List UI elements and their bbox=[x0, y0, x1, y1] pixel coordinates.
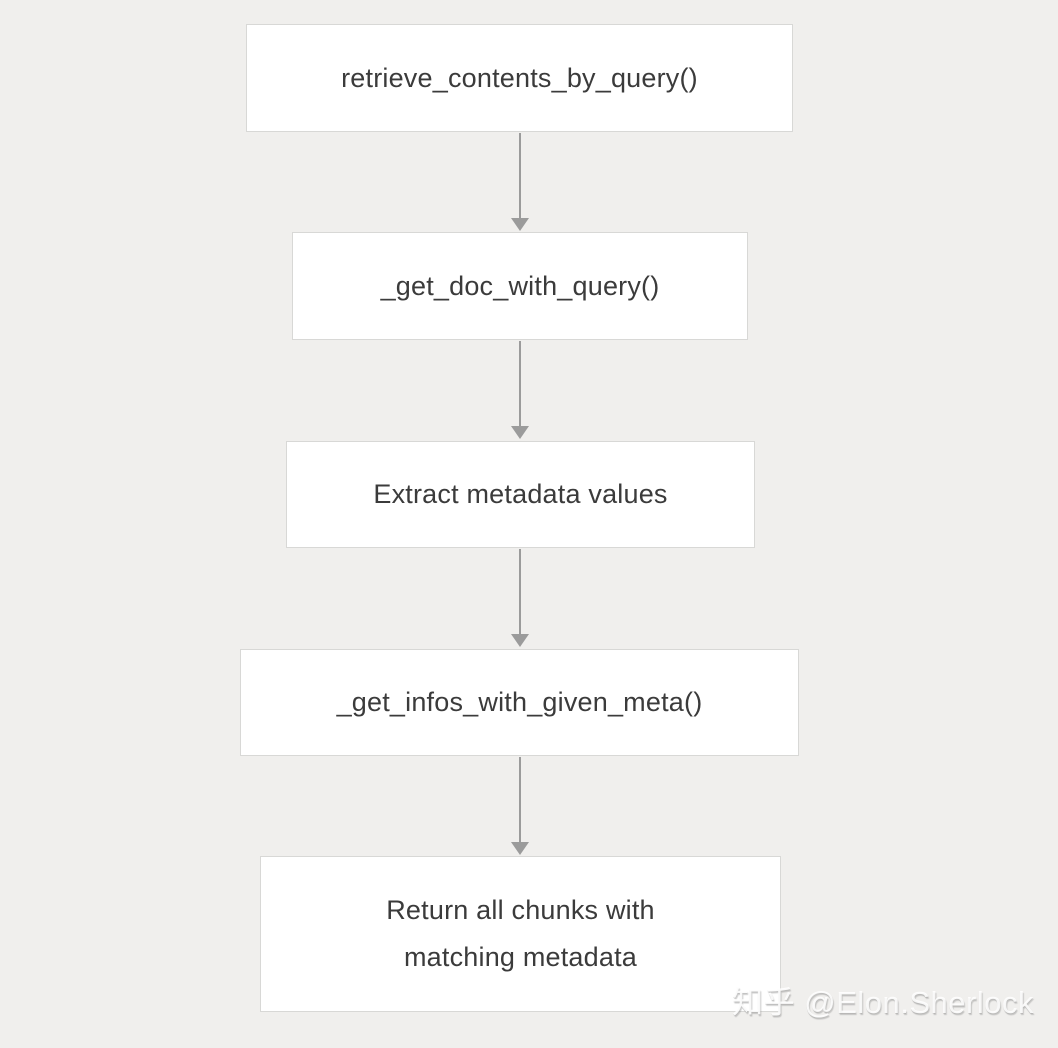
flow-node-label: Return all chunks with matching metadata bbox=[386, 895, 655, 972]
arrow-down-1 bbox=[511, 133, 529, 231]
flow-node-label: _get_infos_with_given_meta() bbox=[336, 687, 703, 717]
arrow-head-icon bbox=[511, 842, 529, 855]
arrow-line bbox=[519, 341, 521, 426]
arrow-down-2 bbox=[511, 341, 529, 439]
arrow-line bbox=[519, 133, 521, 218]
arrow-head-icon bbox=[511, 426, 529, 439]
flow-node-get-infos-with-given-meta: _get_infos_with_given_meta() bbox=[240, 649, 799, 756]
arrow-line bbox=[519, 757, 521, 842]
arrow-line bbox=[519, 549, 521, 634]
arrow-down-3 bbox=[511, 549, 529, 647]
arrow-down-4 bbox=[511, 757, 529, 855]
arrow-head-icon bbox=[511, 218, 529, 231]
flow-node-label: _get_doc_with_query() bbox=[380, 270, 660, 301]
flow-node-label: retrieve_contents_by_query() bbox=[341, 62, 698, 93]
flow-node-extract-metadata-values: Extract metadata values bbox=[286, 441, 755, 548]
flow-node-get-doc-with-query: _get_doc_with_query() bbox=[292, 232, 748, 340]
arrow-head-icon bbox=[511, 634, 529, 647]
flow-node-return-all-chunks: Return all chunks with matching metadata bbox=[260, 856, 781, 1012]
flow-node-retrieve-contents-by-query: retrieve_contents_by_query() bbox=[246, 24, 793, 132]
flow-node-label: Extract metadata values bbox=[373, 479, 668, 509]
